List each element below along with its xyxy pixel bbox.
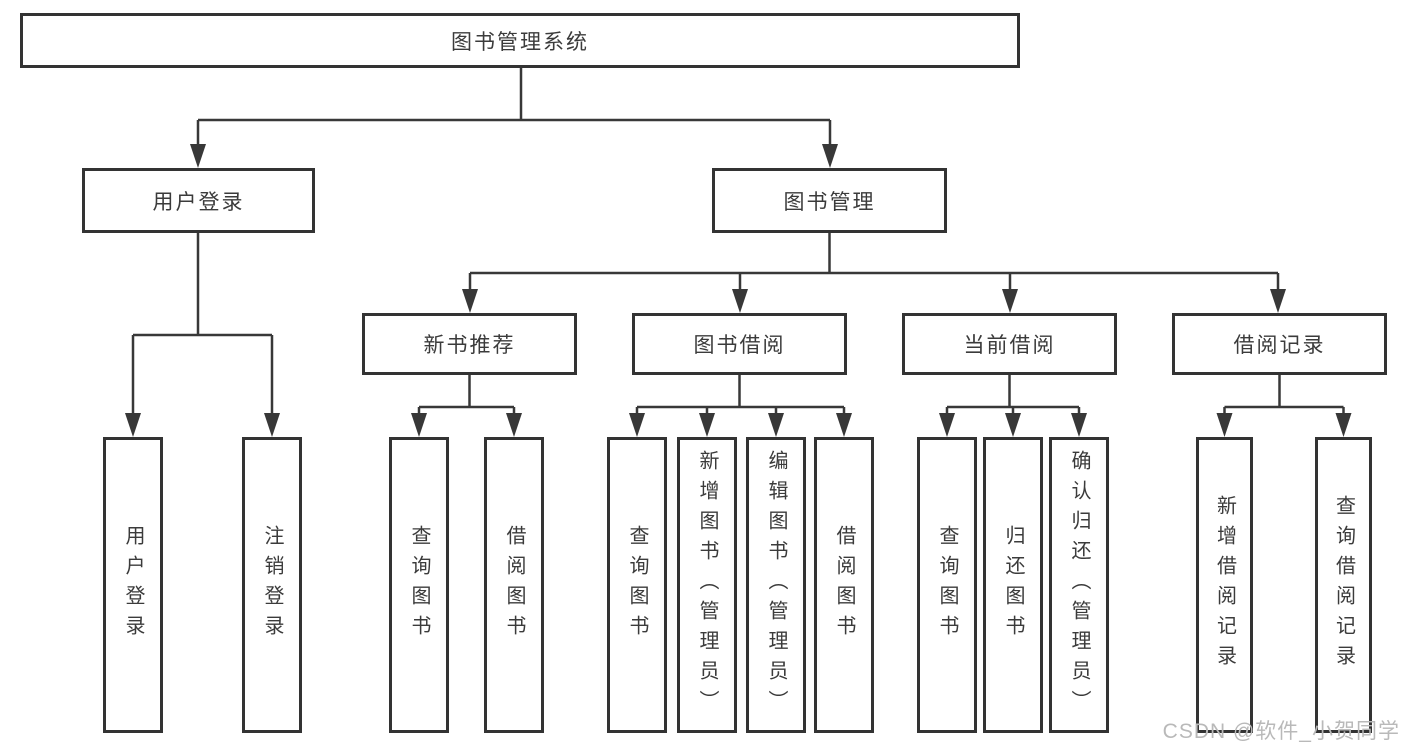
connector-book-borrowing-to-leaves xyxy=(635,375,846,419)
leaf-bb-add-books-admin: 新增图书（管理员） xyxy=(677,437,737,733)
leaf-bb-query-books: 查询图书 xyxy=(607,437,667,733)
connector-user-login-to-leaves xyxy=(131,233,274,419)
leaf-bb-borrow-books-label: 借阅图书 xyxy=(833,525,855,645)
node-user-login-branch: 用户登录 xyxy=(82,168,315,233)
node-borrow-records-label: 借阅记录 xyxy=(1233,334,1326,357)
node-borrow-records: 借阅记录 xyxy=(1172,313,1387,375)
leaf-bb-borrow-books: 借阅图书 xyxy=(814,437,874,733)
leaf-user-login: 用户登录 xyxy=(103,437,163,733)
leaf-br-query-borrow-record: 查询借阅记录 xyxy=(1315,437,1372,733)
csdn-watermark: CSDN @软件_小贺同学 xyxy=(1162,720,1400,743)
node-user-login-branch-label: 用户登录 xyxy=(152,190,245,214)
leaf-nbr-query-books-label: 查询图书 xyxy=(408,525,430,645)
leaf-logout: 注销登录 xyxy=(242,437,302,733)
node-current-borrowing: 当前借阅 xyxy=(902,313,1117,375)
node-new-book-recommend-label: 新书推荐 xyxy=(423,334,516,357)
node-book-borrowing-label: 图书借阅 xyxy=(693,334,786,357)
leaf-cb-query-books-label: 查询图书 xyxy=(936,525,958,645)
leaf-bb-add-books-admin-label: 新增图书（管理员） xyxy=(696,450,718,720)
node-root: 图书管理系统 xyxy=(20,13,1020,68)
node-current-borrowing-label: 当前借阅 xyxy=(963,334,1056,357)
leaf-br-query-borrow-record-label: 查询借阅记录 xyxy=(1332,495,1355,675)
leaf-cb-confirm-return-admin: 确认归还（管理员） xyxy=(1049,437,1109,733)
leaf-br-add-borrow-record-label: 新增借阅记录 xyxy=(1213,495,1236,675)
node-new-book-recommend: 新书推荐 xyxy=(362,313,577,375)
leaf-nbr-borrow-books: 借阅图书 xyxy=(484,437,544,733)
node-book-management: 图书管理 xyxy=(712,168,947,233)
node-root-label: 图书管理系统 xyxy=(451,30,589,54)
connector-new-book-recommend-to-leaves xyxy=(417,375,516,419)
node-book-management-label: 图书管理 xyxy=(783,190,876,214)
connector-borrow-records-to-leaves xyxy=(1223,375,1345,419)
leaf-cb-return-books: 归还图书 xyxy=(983,437,1043,733)
leaf-nbr-query-books: 查询图书 xyxy=(389,437,449,733)
leaf-bb-edit-books-admin-label: 编辑图书（管理员） xyxy=(765,450,787,720)
leaf-logout-label: 注销登录 xyxy=(261,525,283,645)
leaf-cb-query-books: 查询图书 xyxy=(917,437,977,733)
leaf-cb-confirm-return-admin-label: 确认归还（管理员） xyxy=(1068,450,1090,720)
leaf-br-add-borrow-record: 新增借阅记录 xyxy=(1196,437,1253,733)
leaf-bb-query-books-label: 查询图书 xyxy=(626,525,648,645)
leaf-nbr-borrow-books-label: 借阅图书 xyxy=(503,525,525,645)
node-book-borrowing: 图书借阅 xyxy=(632,313,847,375)
leaf-bb-edit-books-admin: 编辑图书（管理员） xyxy=(746,437,806,733)
connector-current-borrowing-to-leaves xyxy=(945,375,1081,419)
arrowheads xyxy=(125,144,1352,437)
connector-book-management-to-level2 xyxy=(468,233,1280,295)
leaf-cb-return-books-label: 归还图书 xyxy=(1002,525,1024,645)
leaf-user-login-label: 用户登录 xyxy=(122,525,144,645)
connector-root-to-level1 xyxy=(196,68,832,150)
